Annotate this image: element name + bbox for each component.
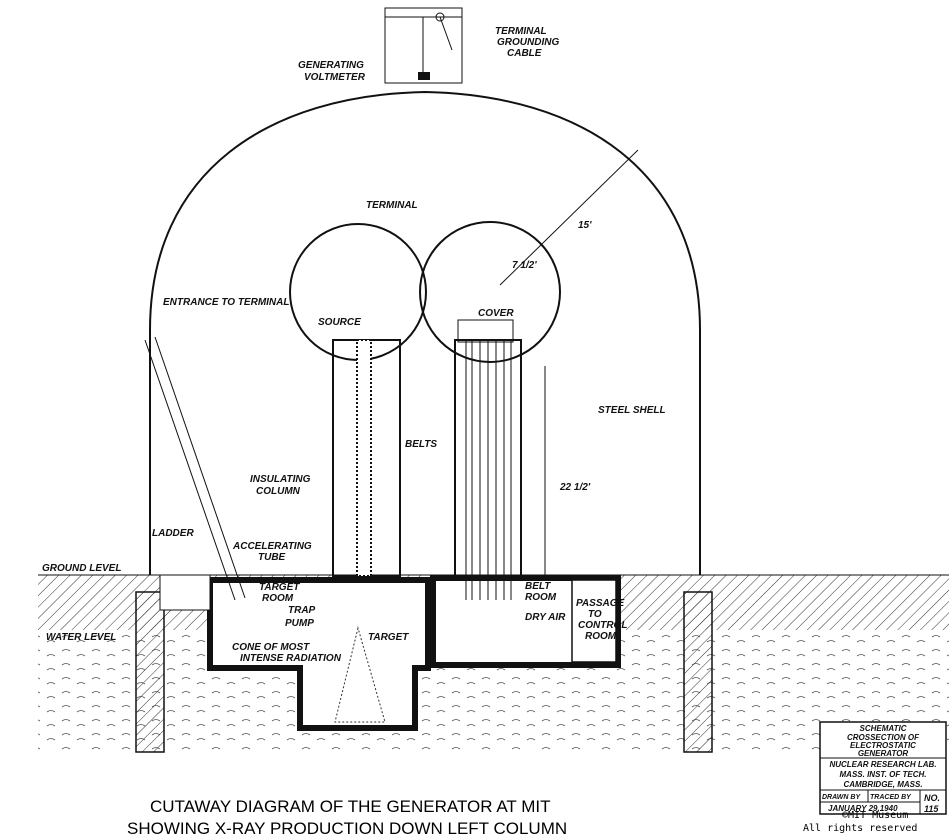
belts bbox=[465, 340, 512, 600]
label-belt-room: BELT bbox=[525, 581, 551, 592]
label-accelerating-tube: ACCELERATING bbox=[232, 541, 312, 552]
drawn-by: DRAWN BY bbox=[822, 794, 861, 801]
label-insulating-column: INSULATING bbox=[250, 474, 311, 485]
label-dry-air: DRY AIR bbox=[525, 612, 566, 623]
label-terminal: TERMINAL bbox=[366, 200, 418, 211]
label-target-room: TARGET bbox=[259, 582, 300, 593]
target-pit bbox=[207, 577, 431, 731]
label-line: ROOM bbox=[525, 592, 557, 603]
label-line: ROOM bbox=[585, 631, 617, 642]
drawing-no-label: NO. bbox=[924, 793, 940, 803]
title-block: SCHEMATIC CROSSECTION OF ELECTROSTATIC G… bbox=[819, 721, 947, 815]
left-pier bbox=[135, 591, 165, 753]
org-line: CAMBRIDGE, MASS. bbox=[843, 780, 922, 789]
steel-shell bbox=[149, 90, 701, 575]
copyright-line-1: ©MIT Museum bbox=[842, 810, 908, 821]
terminal-sphere-right bbox=[419, 221, 561, 363]
label-dim-22-5: 22 1/2' bbox=[559, 482, 591, 493]
title-line: GENERATOR bbox=[858, 749, 909, 758]
accelerating-tube bbox=[356, 339, 372, 577]
label-steel-shell: STEEL SHELL bbox=[598, 405, 666, 416]
title-line: SCHEMATIC bbox=[860, 724, 907, 733]
label-line: CONTROL bbox=[578, 620, 627, 631]
label-cover: COVER bbox=[478, 308, 514, 319]
label-water-level: WATER LEVEL bbox=[46, 632, 116, 643]
label-passage: PASSAGE bbox=[576, 598, 624, 609]
label-entrance-to-terminal: ENTRANCE TO TERMINAL bbox=[163, 297, 289, 308]
label-cone: CONE OF MOST bbox=[232, 642, 310, 653]
label-dim-15: 15' bbox=[578, 220, 592, 231]
caption-line-2: SHOWING X-RAY PRODUCTION DOWN LEFT COLUM… bbox=[127, 819, 567, 838]
right-pier bbox=[683, 591, 713, 753]
radiation-cone bbox=[334, 626, 386, 723]
label-ground-level: GROUND LEVEL bbox=[42, 563, 121, 574]
label-ladder: LADDER bbox=[152, 528, 194, 539]
label-line: TUBE bbox=[258, 552, 286, 563]
labels: TERMINAL GROUNDING CABLE GENERATING VOLT… bbox=[42, 26, 666, 664]
org-line: NUCLEAR RESEARCH LAB. bbox=[829, 760, 936, 769]
label-terminal-grounding-cable: TERMINAL bbox=[495, 26, 547, 37]
drawing-no-value: 115 bbox=[924, 804, 939, 814]
org-line: MASS. INST. OF TECH. bbox=[840, 770, 927, 779]
label-pump: PUMP bbox=[285, 618, 314, 629]
traced-by: TRACED BY bbox=[870, 794, 912, 801]
title-line: CROSSECTION OF bbox=[847, 733, 920, 742]
label-source: SOURCE bbox=[318, 317, 361, 328]
label-dim-7-5: 7 1/2' bbox=[512, 260, 537, 271]
label-belts: BELTS bbox=[405, 439, 437, 450]
drawing-date: JANUARY 29,1940 bbox=[828, 804, 898, 813]
caption-line-1: CUTAWAY DIAGRAM OF THE GENERATOR AT MIT bbox=[150, 797, 550, 816]
label-line: INTENSE RADIATION bbox=[240, 653, 342, 664]
label-line: ROOM bbox=[262, 593, 294, 604]
copyright-line-2: All rights reserved bbox=[803, 823, 917, 834]
label-line: CABLE bbox=[507, 48, 542, 59]
label-line: GROUNDING bbox=[497, 37, 559, 48]
label-line: VOLTMETER bbox=[304, 72, 366, 83]
label-line: TO bbox=[588, 609, 602, 620]
label-trap: TRAP bbox=[288, 605, 316, 616]
label-line: COLUMN bbox=[256, 486, 301, 497]
title-line: ELECTROSTATIC bbox=[850, 741, 916, 750]
ladder bbox=[144, 336, 246, 601]
label-target: TARGET bbox=[368, 632, 409, 643]
label-generating-voltmeter: GENERATING bbox=[298, 60, 364, 71]
